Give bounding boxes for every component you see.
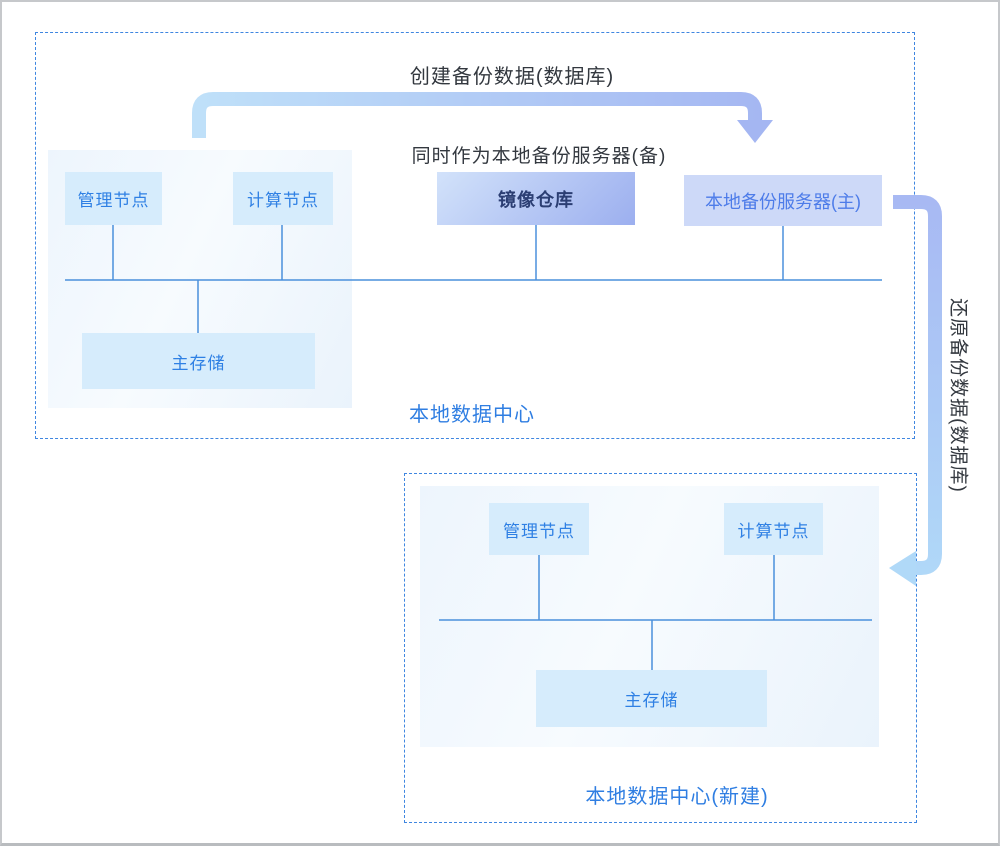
mirror-note-label: 同时作为本地备份服务器(备): [411, 146, 667, 167]
new-datacenter-boundary: [404, 473, 917, 823]
create-backup-label: 创建备份数据(数据库): [409, 66, 615, 88]
node-compute-local: 计算节点: [233, 172, 333, 225]
node-primary-storage-local: 主存储: [82, 333, 315, 389]
node-primary-storage-new: 主存储: [536, 670, 767, 727]
new-datacenter-title: 本地数据中心(新建): [585, 786, 769, 808]
node-management-local: 管理节点: [65, 172, 162, 225]
node-mirror-repo: 镜像仓库: [437, 172, 635, 225]
local-datacenter-title: 本地数据中心: [409, 404, 535, 426]
node-compute-new: 计算节点: [724, 503, 823, 555]
restore-backup-label: 还原备份数据(数据库): [947, 298, 969, 493]
node-backup-server-primary: 本地备份服务器(主): [684, 175, 882, 226]
node-management-new: 管理节点: [489, 503, 589, 555]
